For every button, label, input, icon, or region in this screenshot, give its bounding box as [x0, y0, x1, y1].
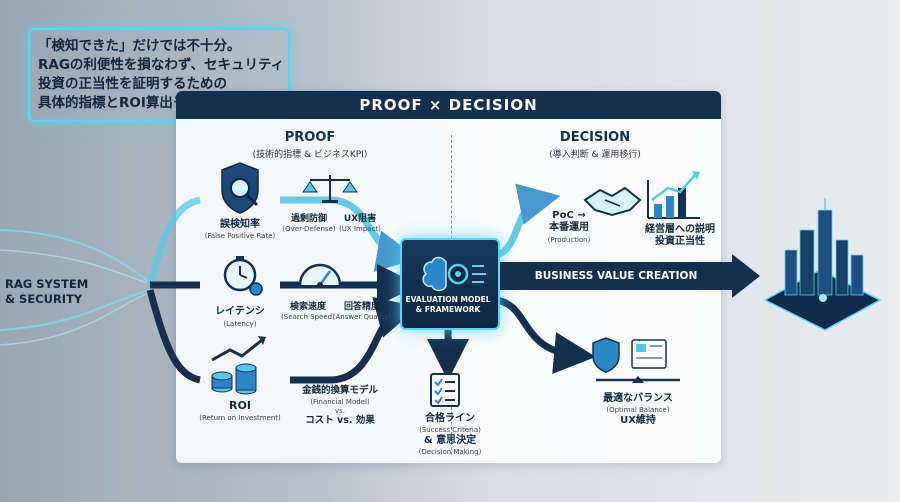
intro-callout-text: 「検知できた」だけでは不十分。 RAGの利便性を損なわず、セキュリティ 投資の正…: [38, 38, 285, 111]
search-speed-label: 検索速度: [289, 302, 326, 312]
proof-title: PROOF: [284, 130, 336, 145]
success-criteria-sub: (Success Criteria): [419, 426, 481, 434]
roi-label: ROI: [229, 399, 251, 412]
financial-model-label: 金銭的換算モデル: [301, 385, 378, 396]
growth-chart-icon: [647, 171, 700, 219]
hub-to-poc: [494, 183, 561, 259]
business-value-bar: [500, 262, 732, 290]
latency-sub: (Latency): [223, 320, 257, 328]
cost-vs-effect-label: コスト vs. 効果: [305, 415, 375, 426]
panel-title: PROOF × DECISION: [176, 91, 721, 119]
poc-label: PoC → 本番運用: [549, 210, 589, 233]
input-label: RAG SYSTEM & SECURITY: [5, 277, 89, 306]
input-stream-lines: [0, 229, 151, 346]
branch-bottom: [146, 289, 201, 384]
handshake-icon: [583, 186, 642, 217]
over-defense-sub: (Over-Defense): [282, 225, 336, 233]
roi-sub: (Return on Investment): [199, 414, 281, 422]
proof-subtitle: (技術的指標 & ビジネスKPI): [252, 150, 368, 160]
stopwatch-gear-icon: [223, 256, 263, 296]
hub-label: EVALUATION MODEL & FRAMEWORK: [405, 295, 491, 314]
false-positive-sub: (False Positive Rate): [204, 232, 276, 240]
branch-top: [146, 196, 201, 286]
ux-impact-label: UX阻害: [343, 214, 377, 224]
search-speed-sub: (Search Speed): [281, 313, 335, 321]
scales-icon: [302, 175, 358, 203]
decision-title: DECISION: [559, 130, 631, 145]
poc-sub: (Production): [547, 236, 591, 244]
financial-vs: vs.: [334, 407, 345, 415]
answer-quality-label: 回答精度: [343, 302, 380, 312]
value-arrow-head: [732, 254, 760, 298]
false-positive-label: 誤検知率: [220, 219, 260, 230]
decision-subtitle: (導入判断 & 運用移行): [549, 150, 641, 160]
shield-magnifier-icon: [221, 162, 259, 214]
ux-maintain-label: UX維持: [620, 415, 656, 426]
balance-sub: (Optimal Balance): [606, 406, 670, 414]
answer-quality-sub: (Answer Quality): [332, 313, 392, 321]
decision-making-sub: (Decision Making): [418, 448, 482, 456]
decision-making-label: & 意思決定: [423, 435, 477, 446]
speedometer-icon: [298, 263, 342, 288]
row3-flow: [290, 297, 419, 384]
business-value-label: BUSINESS VALUE CREATION: [534, 270, 698, 282]
coin-stack-growth-icon: [211, 336, 266, 395]
hub-to-balance: [495, 296, 596, 374]
executive-label: 経営層への説明 投資正当性: [645, 224, 715, 247]
over-defense-label: 過剰防御: [290, 214, 327, 224]
success-criteria-label: 合格ライン: [425, 413, 475, 424]
intro-callout-frame: [28, 28, 290, 122]
balance-label: 最適なバランス: [603, 393, 673, 404]
latency-label: レイテンシ: [215, 306, 265, 317]
ux-impact-sub: (UX Impact): [339, 225, 381, 233]
evaluation-hub: [400, 238, 500, 330]
financial-model-sub: (Financial Model): [310, 398, 370, 406]
shield-scale-icon: [592, 337, 680, 383]
